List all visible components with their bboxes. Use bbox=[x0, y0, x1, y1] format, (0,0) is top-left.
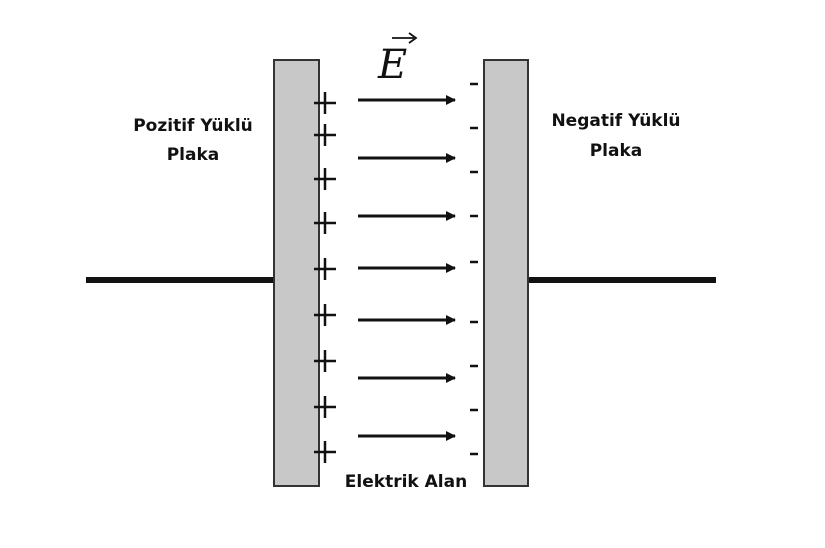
plus-sign bbox=[314, 258, 336, 280]
positive-plate-label-line1: Pozitif Yüklü bbox=[133, 116, 253, 136]
plus-sign bbox=[314, 124, 336, 146]
plus-sign bbox=[314, 350, 336, 372]
field-symbol: E bbox=[377, 42, 407, 88]
negative-plate-label-line1: Negatif Yüklü bbox=[551, 111, 680, 131]
plus-sign bbox=[314, 212, 336, 234]
field-label: Elektrik Alan bbox=[345, 472, 467, 492]
plus-sign bbox=[314, 441, 336, 463]
negative-plate bbox=[483, 59, 529, 487]
negative-charges bbox=[470, 82, 478, 456]
plus-sign bbox=[314, 304, 336, 326]
plus-sign bbox=[314, 396, 336, 418]
field-arrows bbox=[358, 95, 456, 441]
positive-plate bbox=[273, 59, 320, 487]
positive-charges bbox=[314, 92, 336, 463]
negative-plate-label-line2: Plaka bbox=[590, 141, 643, 161]
vector-arrow-icon bbox=[392, 32, 418, 44]
plus-sign bbox=[314, 168, 336, 190]
plus-sign bbox=[314, 92, 336, 114]
positive-plate-label-line2: Plaka bbox=[167, 145, 220, 165]
